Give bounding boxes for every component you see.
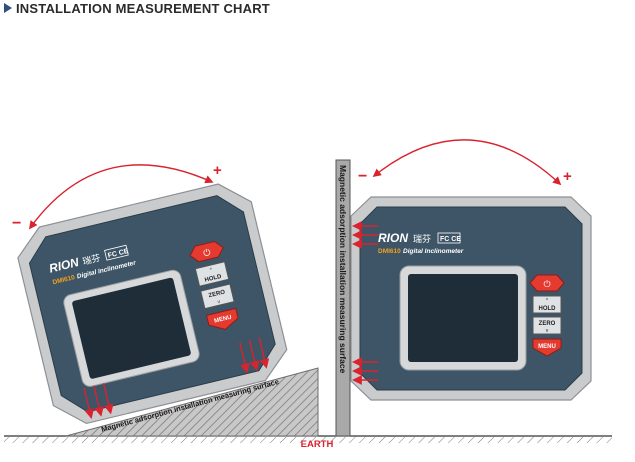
vertical-wall (335, 159, 351, 437)
svg-text:ZERO: ZERO (208, 289, 226, 299)
inclinometer-right: RION 瑞芬 FC CE DMI610 Digital Inclinomete… (350, 196, 592, 401)
svg-text:v: v (217, 299, 221, 306)
hold-button: ^ HOLD (532, 295, 562, 314)
svg-text:⏻: ⏻ (543, 279, 550, 289)
minus-sign-right: − (358, 168, 367, 185)
svg-text:MENU: MENU (214, 315, 233, 325)
zero-button: ZERO v (532, 316, 562, 335)
brand-cn: 瑞芬 (413, 233, 431, 244)
play-triangle-icon (4, 3, 12, 13)
brand-logo: RION (48, 255, 81, 276)
cert-marks: FC CE (440, 236, 461, 243)
svg-text:^: ^ (546, 298, 549, 304)
zero-button: ZERO v (200, 283, 235, 310)
page-title: INSTALLATION MEASUREMENT CHART (16, 0, 270, 16)
section-header: INSTALLATION MEASUREMENT CHART (4, 0, 270, 16)
hold-button: ^ HOLD (194, 261, 230, 287)
rotation-arc-right (372, 139, 562, 186)
svg-text:^: ^ (209, 267, 213, 274)
earth-label: EARTH (301, 439, 334, 450)
menu-button: MENU (532, 338, 562, 357)
model-number: DMI610 (378, 248, 401, 255)
plus-sign-right: + (563, 168, 572, 185)
svg-text:HOLD: HOLD (204, 274, 223, 284)
menu-button: MENU (205, 307, 239, 330)
lcd-screen (408, 274, 518, 362)
wall-surface-label: Magnetic adsorption installation measuri… (338, 165, 348, 374)
svg-text:v: v (546, 328, 549, 334)
minus-sign-left: − (12, 215, 21, 232)
magnetic-arrows-side (352, 221, 378, 385)
inclinometer-left: RION 瑞芬 FC CE DMI610 Digital Inclinomete… (17, 183, 288, 425)
svg-text:⏻: ⏻ (202, 247, 211, 258)
brand-logo: RION (378, 231, 408, 245)
power-button: ⏻ (189, 240, 224, 263)
plus-sign-left: + (213, 162, 222, 179)
magnetic-arrows-bottom (83, 337, 270, 420)
cert-marks: FC CE (107, 248, 129, 260)
svg-text:ZERO: ZERO (539, 321, 556, 327)
brand-cn: 瑞芬 (81, 252, 101, 267)
rotation-arc-left (29, 164, 214, 230)
model-name: Digital Inclinometer (403, 248, 464, 255)
power-button: ⏻ (529, 274, 565, 292)
svg-text:HOLD: HOLD (539, 306, 557, 312)
lcd-screen (72, 277, 191, 379)
inclined-ramp (65, 367, 319, 437)
svg-text:MENU: MENU (538, 344, 556, 350)
